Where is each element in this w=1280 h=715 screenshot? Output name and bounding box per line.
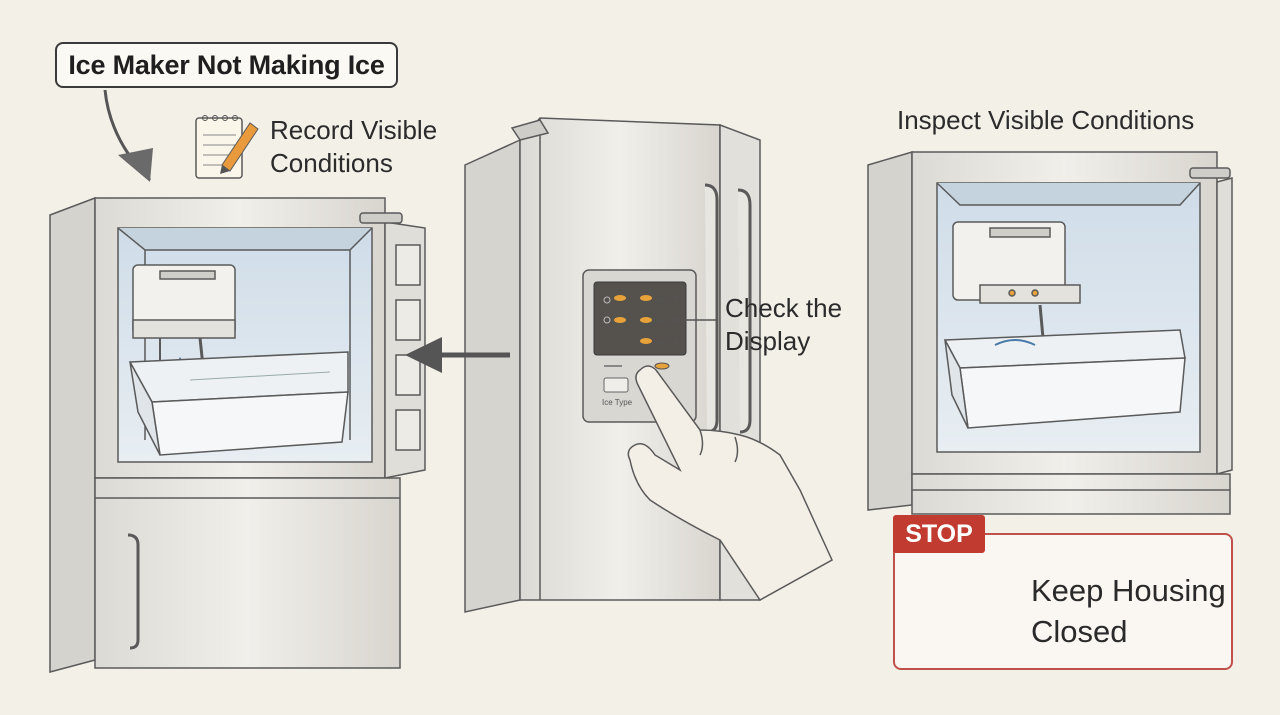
- display-label: Check the Display: [725, 292, 842, 358]
- notepad-pencil-icon: [195, 115, 259, 179]
- stop-message: Keep Housing Closed: [1031, 570, 1226, 652]
- panel-row-1: Ice Off: [655, 295, 679, 304]
- panel-button-label: Ice Type: [602, 398, 633, 407]
- left-fridge: [49, 196, 426, 673]
- control-panel: [582, 269, 697, 423]
- stop-tag: STOP: [893, 515, 985, 553]
- stop-warning-box: [893, 533, 1233, 670]
- stop-message-line-1: Keep Housing: [1031, 573, 1226, 608]
- display-label-line-2: Display: [725, 326, 811, 356]
- inspect-label: Inspect Visible Conditions: [897, 105, 1195, 135]
- ice-maker-housing-right: [952, 221, 1081, 361]
- panel-row-3: Ice Off: [655, 338, 679, 347]
- display-label-line-1: Check the: [725, 293, 843, 323]
- left-arrow: [405, 337, 510, 373]
- right-fridge: [867, 150, 1233, 515]
- pointing-hand: [627, 365, 833, 601]
- panel-row-2: Ice Off: [655, 317, 679, 326]
- curved-arrow-head: [118, 148, 153, 182]
- record-label: Record Visible Conditions: [270, 114, 437, 180]
- record-label-line-2: Conditions: [270, 148, 393, 178]
- ice-bin-right: [943, 329, 1186, 429]
- record-label-line-1: Record Visible: [270, 115, 438, 145]
- stop-message-line-2: Closed: [1031, 614, 1128, 649]
- ice-bin-left: [128, 351, 349, 456]
- page-title: Ice Maker Not Making Ice: [55, 42, 398, 88]
